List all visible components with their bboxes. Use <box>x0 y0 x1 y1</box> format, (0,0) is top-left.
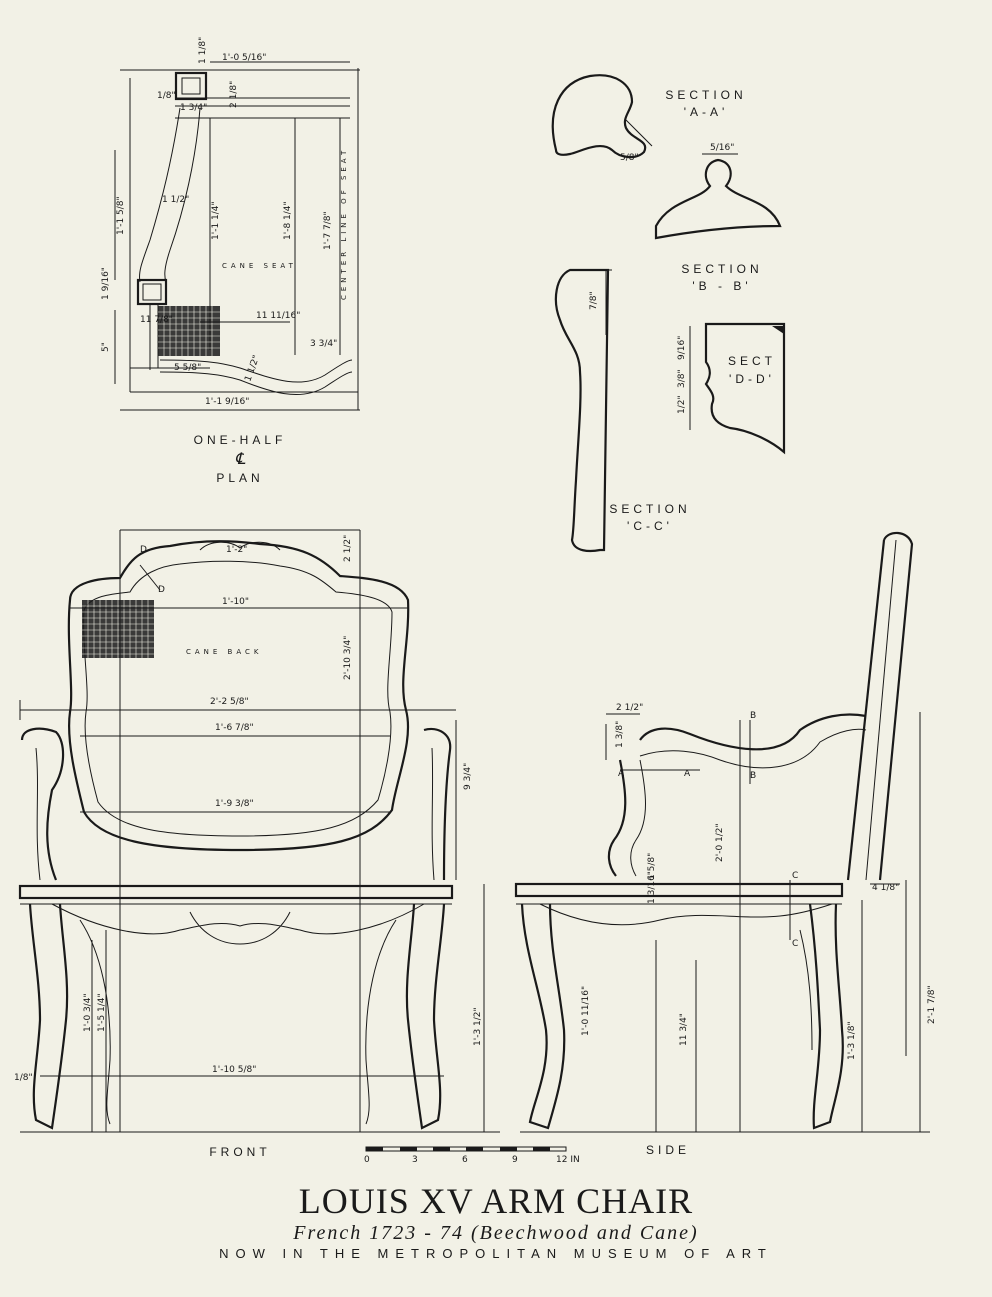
front-dim-back-width: 1'-10" <box>222 597 249 607</box>
side-mark-b-bottom: B <box>750 771 756 781</box>
front-dim-arm-height: 9 3/4" <box>463 763 473 790</box>
front-view: 1'-2" 2 1/2" 1'-10" 2'-10 3/4" 2'-2 5/8"… <box>14 529 500 1159</box>
front-dim-seat-inner: 1'-9 3/8" <box>215 799 254 809</box>
plan-dim-arm-curve: 1 1/2" <box>162 195 189 205</box>
plan-dim-front-h: 5" <box>101 342 111 352</box>
scale-tick-3: 3 <box>412 1155 418 1165</box>
page-title: LOUIS XV ARM CHAIR <box>298 1181 694 1221</box>
section-dd-dim-mid: 3/8" <box>677 369 687 388</box>
section-dd-dim-bot: 1/2" <box>677 395 687 414</box>
plan-dim-post-offset: 11 7/8" <box>140 315 173 325</box>
section-cc-label: SECTION <box>609 502 690 516</box>
plan-dim-front-curve: 1 1/2" <box>243 354 262 383</box>
plan-dim-right-small: 3 3/4" <box>310 339 337 349</box>
section-bb-label: SECTION <box>681 262 762 276</box>
front-section-mark-d-bottom: D <box>158 585 165 595</box>
plan-view-title-line2: PLAN <box>216 471 263 485</box>
section-bb: 5/16" SECTION 'B - B' <box>654 143 782 293</box>
front-dim-crest: 1'-2" <box>226 545 247 555</box>
section-dd-name: 'D-D' <box>729 372 775 386</box>
side-dim-seat-h: 1'-3 1/8" <box>847 1021 857 1060</box>
section-aa: 5/8" SECTION 'A-A' <box>551 74 746 163</box>
plan-dim-seat-right: 11 11/16" <box>256 311 300 321</box>
plan-dim-post-low: 1 9/16" <box>101 267 111 300</box>
plan-dim-rail-depth: 2 1/8" <box>229 81 239 108</box>
front-dim-crest-h: 2 1/2" <box>343 535 353 562</box>
section-aa-name: 'A-A' <box>684 105 729 119</box>
plan-view-title-line1: ONE-HALF <box>194 433 287 447</box>
plan-cane-seat-label: CANE SEAT <box>222 262 297 270</box>
side-dim-post-h2: 1 3/16" <box>647 871 657 904</box>
section-aa-label: SECTION <box>665 88 746 102</box>
front-dim-leg-left2: 1'-5 1/4" <box>97 993 107 1032</box>
scale-tick-6: 6 <box>462 1155 468 1165</box>
side-view: 2 1/2" 1 3/8" 2'-0 1/2" 1 5/8" 1 3/16" 4… <box>514 531 937 1157</box>
plan-dim-left-depth: 1'-1 5/8" <box>116 196 126 235</box>
plan-view: 1'-0 5/16" 1 1/8" 1/8" 1 3/4" 2 1/8" 1 1… <box>101 37 360 485</box>
section-bb-dim: 5/16" <box>710 143 734 153</box>
side-mark-a-left: A <box>618 769 625 779</box>
plan-dim-corner: 1/8" <box>157 91 176 101</box>
front-dim-back-height: 2'-10 3/4" <box>343 636 353 680</box>
front-view-title: FRONT <box>209 1145 270 1159</box>
museum-credit: NOW IN THE METROPOLITAN MUSEUM OF ART <box>219 1246 773 1261</box>
front-dim-foot: 1/8" <box>14 1073 33 1083</box>
scale-bar: 0 3 6 9 12 IN <box>364 1146 580 1165</box>
side-dim-arm-h: 1 3/8" <box>615 721 625 748</box>
side-dim-arm-total: 2'-0 1/2" <box>715 823 725 862</box>
section-dd-dim-top: 9/16" <box>677 336 687 360</box>
section-aa-dim: 5/8" <box>620 153 639 163</box>
scale-tick-12: 12 IN <box>556 1155 580 1165</box>
plan-dim-front-w: 5 5/8" <box>174 363 201 373</box>
plan-dim-right-depth: 1'-7 7/8" <box>323 211 333 250</box>
front-cane-back-label: CANE BACK <box>186 648 263 656</box>
section-dd-label: SECT <box>728 354 776 368</box>
side-mark-c-bottom: C <box>792 939 798 949</box>
side-dim-total-h: 2'-1 7/8" <box>927 985 937 1024</box>
front-section-mark-d-top: D <box>140 545 147 555</box>
plan-dim-front-width: 1'-1 9/16" <box>205 397 249 407</box>
plan-center-line-label: CENTER LINE OF SEAT <box>340 147 348 300</box>
side-dim-leg-inner: 11 3/4" <box>679 1013 689 1046</box>
side-dim-back-rake: 4 1/8" <box>872 883 899 893</box>
front-dim-arm-width: 2'-2 5/8" <box>210 697 249 707</box>
section-dd: 9/16" 3/8" 1/2" SECT 'D-D' <box>677 322 786 455</box>
plan-dim-inner-depth: 1'-1 1/4" <box>211 201 221 240</box>
side-dim-post-h1: 1 5/8" <box>647 853 657 880</box>
plan-dim-post-width: 1 3/4" <box>180 103 207 113</box>
plan-dim-post-top: 1 1/8" <box>198 37 208 64</box>
side-view-title: SIDE <box>646 1143 690 1157</box>
plan-centerline-symbol: ℄ <box>235 451 246 468</box>
scale-tick-0: 0 <box>364 1155 370 1165</box>
section-bb-name: 'B - B' <box>692 279 751 293</box>
page-subtitle: French 1723 - 74 (Beechwood and Cane) <box>293 1222 699 1244</box>
front-dim-stretcher: 1'-10 5/8" <box>212 1065 256 1075</box>
front-dim-leg-left1: 1'-0 3/4" <box>83 993 93 1032</box>
side-dim-arm-proj: 2 1/2" <box>616 703 643 713</box>
front-dim-seat-height: 1'-3 1/2" <box>473 1007 483 1046</box>
side-dim-leg-h: 1'-0 11/16" <box>581 986 591 1036</box>
section-cc: 7/8" SECTION 'C-C' <box>554 268 690 553</box>
side-mark-c-top: C <box>792 871 798 881</box>
side-mark-b-top: B <box>750 711 756 721</box>
plan-dim-overall-width: 1'-0 5/16" <box>222 53 266 63</box>
front-dim-arm-inner: 1'-6 7/8" <box>215 723 254 733</box>
scale-tick-9: 9 <box>512 1155 518 1165</box>
plan-dim-mid-depth: 1'-8 1/4" <box>283 201 293 240</box>
side-mark-a-right: A <box>684 769 691 779</box>
section-cc-dim: 7/8" <box>589 291 599 310</box>
section-cc-name: 'C-C' <box>627 519 673 533</box>
